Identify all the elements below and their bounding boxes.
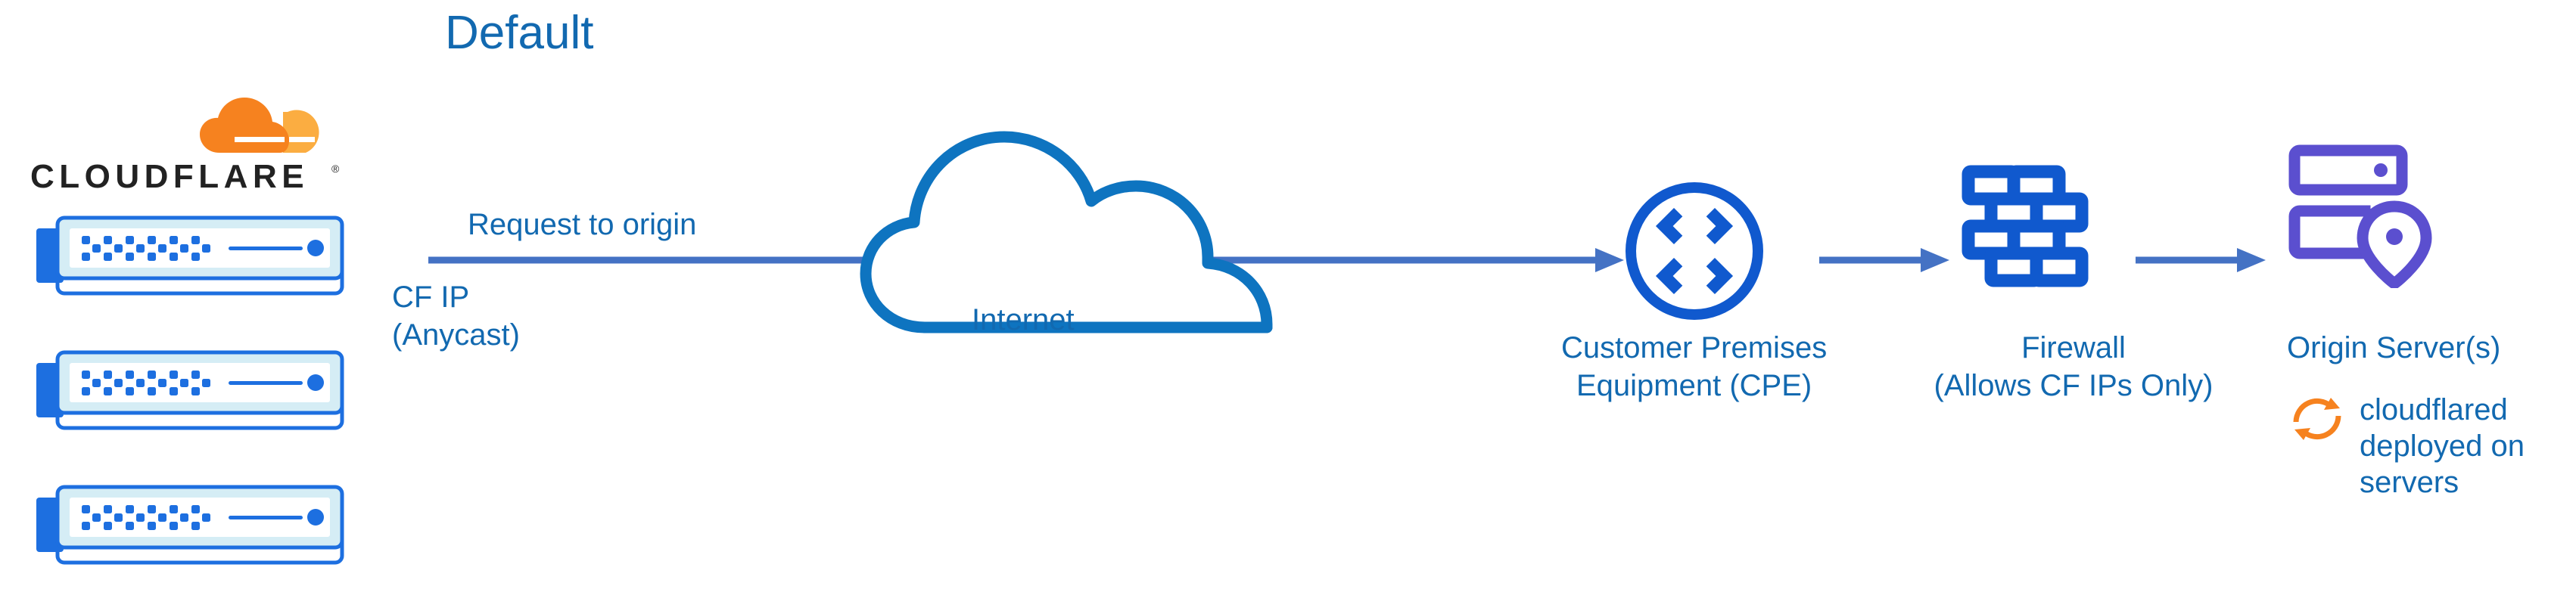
- cf-ip-label-group: CF IP (Anycast): [392, 278, 520, 354]
- cloudflare-logo: CLOUDFLARE ®: [30, 89, 348, 210]
- router-icon: [1626, 182, 1763, 320]
- server-rack-icon: [36, 485, 344, 565]
- firewall-label-group: Firewall (Allows CF IPs Only): [1915, 329, 2232, 405]
- svg-text:®: ®: [331, 163, 340, 175]
- cf-ip-line1: CF IP: [392, 281, 470, 314]
- internet-label: Internet: [972, 303, 1075, 336]
- firewall-line2: (Allows CF IPs Only): [1934, 369, 2214, 402]
- firewall-line1: Firewall: [2021, 331, 2126, 364]
- cpe-label-group: Customer Premises Equipment (CPE): [1561, 329, 1827, 405]
- cpe-line2: Equipment (CPE): [1576, 369, 1812, 402]
- origin-server-label: Origin Server(s): [2287, 331, 2501, 364]
- cloud-icon: [860, 131, 1273, 333]
- server-rack-icon: [36, 350, 344, 430]
- edge-cpe-to-firewall: [1819, 248, 1949, 272]
- server-rack-icon: [36, 216, 344, 296]
- edge-firewall-to-origin: [2136, 248, 2266, 272]
- cf-ip-line2: (Anycast): [392, 318, 520, 352]
- cpe-line1: Customer Premises: [1561, 331, 1828, 364]
- brick-wall-icon: [1962, 165, 2089, 287]
- sync-arrows-icon: [2293, 398, 2341, 440]
- svg-text:CLOUDFLARE: CLOUDFLARE: [30, 158, 309, 195]
- cloudflared-note-label: cloudflared deployed on servers: [2360, 393, 2525, 499]
- page-title: Default: [445, 7, 594, 59]
- cloudflare-wordmark: CLOUDFLARE ®: [30, 158, 340, 195]
- cloudflare-cloud-icon: [200, 98, 319, 153]
- origin-server-pin-icon: [2288, 144, 2432, 288]
- edge-label-request-to-origin: Request to origin: [468, 208, 697, 241]
